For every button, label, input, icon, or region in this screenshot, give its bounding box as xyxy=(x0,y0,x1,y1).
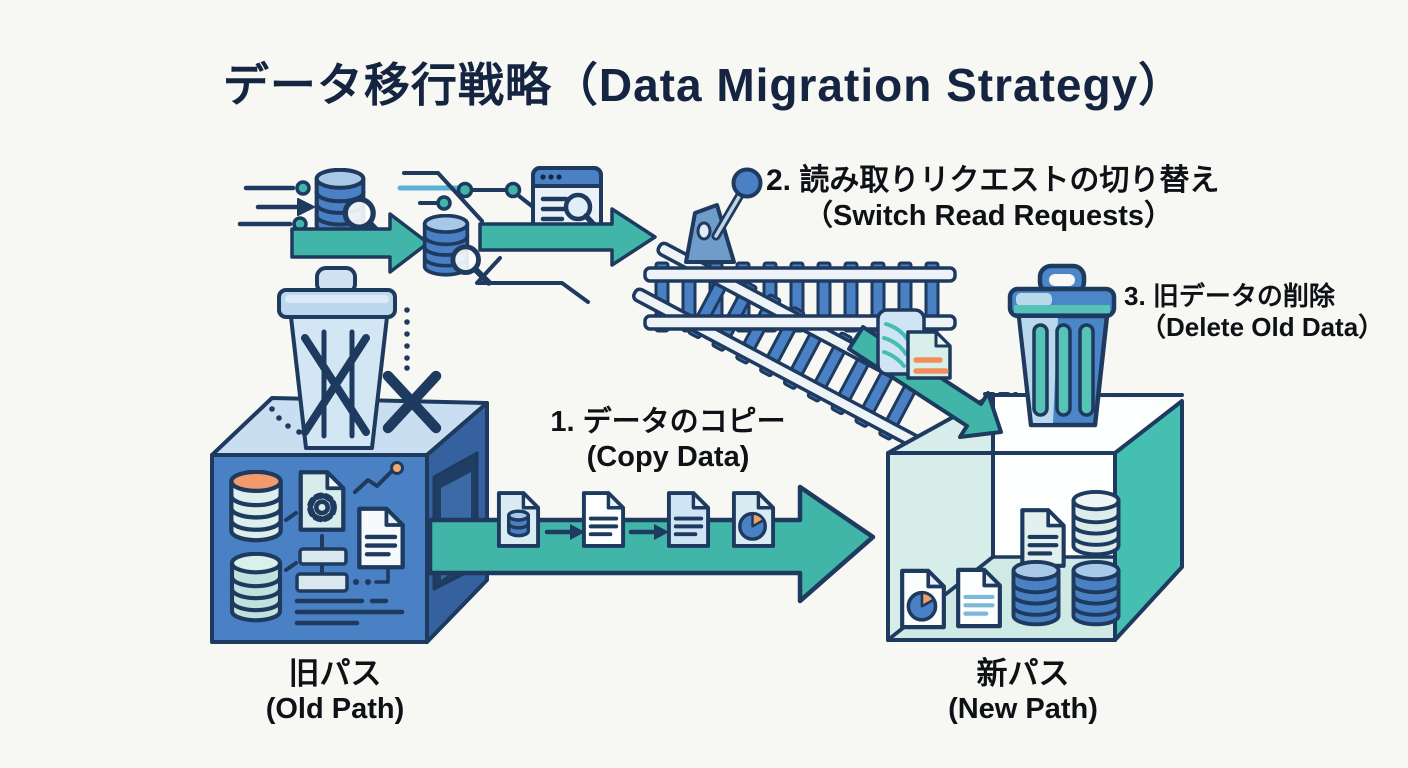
dotted-line-to-x xyxy=(404,307,410,371)
step-3-en: （Delete Old Data） xyxy=(1140,312,1385,343)
document-icon xyxy=(359,509,402,568)
step-1-label: 1. データのコピー (Copy Data) xyxy=(528,405,808,475)
pie-document-icon xyxy=(902,571,944,627)
crossed-trash-can-icon xyxy=(277,266,397,450)
switch-lever-icon xyxy=(684,167,763,264)
growth-chart-icon xyxy=(353,461,404,494)
database-stack-icon xyxy=(1073,492,1118,554)
step-1-jp: 1. データのコピー xyxy=(550,406,786,438)
ingest-flow xyxy=(237,166,657,304)
document-icon xyxy=(958,570,1000,626)
step-2-jp: 2. 読み取りリクエストの切り替え xyxy=(766,164,1220,197)
mini-arrow xyxy=(544,524,585,540)
pie-document-icon xyxy=(734,493,773,546)
step-1-en: (Copy Data) xyxy=(586,440,750,473)
step-3-jp: 3. 旧データの削除 xyxy=(1124,281,1335,311)
database-stack-icon xyxy=(232,554,280,620)
new-path-box-icon xyxy=(886,393,1184,642)
trash-can-icon xyxy=(1007,263,1117,428)
copy-data-arrow-icon xyxy=(427,484,876,604)
flowchart-bars xyxy=(284,511,390,593)
code-dashes xyxy=(294,598,405,626)
x-mark-icon xyxy=(382,370,442,434)
track-document-icon xyxy=(876,308,952,380)
step-2-en: （Switch Read Requests） xyxy=(804,200,1174,232)
diagram-title: データ移行戦略（Data Migration Strategy） xyxy=(222,59,1186,111)
old-path-jp: 旧パス xyxy=(288,656,382,691)
old-path-en: (Old Path) xyxy=(265,693,405,726)
old-path-label: 旧パス (Old Path) xyxy=(210,655,460,727)
new-path-label: 新パス (New Path) xyxy=(898,655,1148,727)
new-path-en: (New Path) xyxy=(948,693,1098,726)
step-2-label: 2. 読み取りリクエストの切り替え （Switch Read Requests） xyxy=(766,163,1219,234)
database-stack-icon xyxy=(1013,562,1058,624)
database-stack-icon xyxy=(1073,562,1118,624)
document-icon xyxy=(1022,510,1063,566)
database-stack-icon xyxy=(231,472,280,540)
rail-top xyxy=(643,266,957,283)
flow-arrow-icon xyxy=(478,207,657,267)
database-document-icon xyxy=(496,491,541,548)
document-icon xyxy=(584,493,623,546)
new-path-jp: 新パス xyxy=(976,656,1070,691)
mini-arrow xyxy=(628,524,669,540)
flow-arrow-icon xyxy=(290,212,430,274)
speed-lines-icon xyxy=(237,180,315,232)
browser-search-icon xyxy=(531,166,603,236)
gear-document-icon xyxy=(301,472,344,529)
step-3-label: 3. 旧データの削除 （Delete Old Data） xyxy=(1124,281,1384,343)
document-icon xyxy=(669,493,708,546)
box-contents xyxy=(231,461,405,626)
